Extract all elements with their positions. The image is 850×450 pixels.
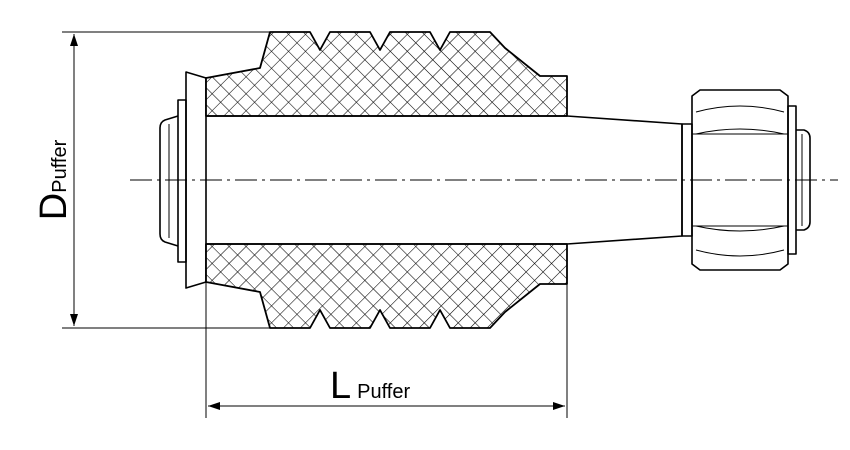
left-stud-outline (159, 115, 179, 247)
hex-nut-outline (691, 89, 789, 271)
diameter-label: DPuffer (33, 139, 75, 220)
rubber-body-upper (205, 31, 568, 117)
length-symbol: L (330, 365, 351, 407)
length-label: L Puffer (330, 365, 410, 407)
right-washer (787, 105, 797, 255)
hex-nut-bottom-chamfer (695, 249, 785, 257)
diameter-subscript: Puffer (49, 139, 71, 192)
hex-nut-mid-arc-top (695, 128, 785, 135)
thread-end (796, 129, 811, 231)
left-thin-washer (177, 99, 187, 263)
hex-nut-top-chamfer (695, 105, 785, 113)
hex-nut-mid-arc-bottom (695, 225, 785, 232)
diameter-symbol: D (33, 193, 75, 220)
rubber-body-lower (205, 243, 568, 329)
length-subscript: Puffer (357, 381, 410, 403)
